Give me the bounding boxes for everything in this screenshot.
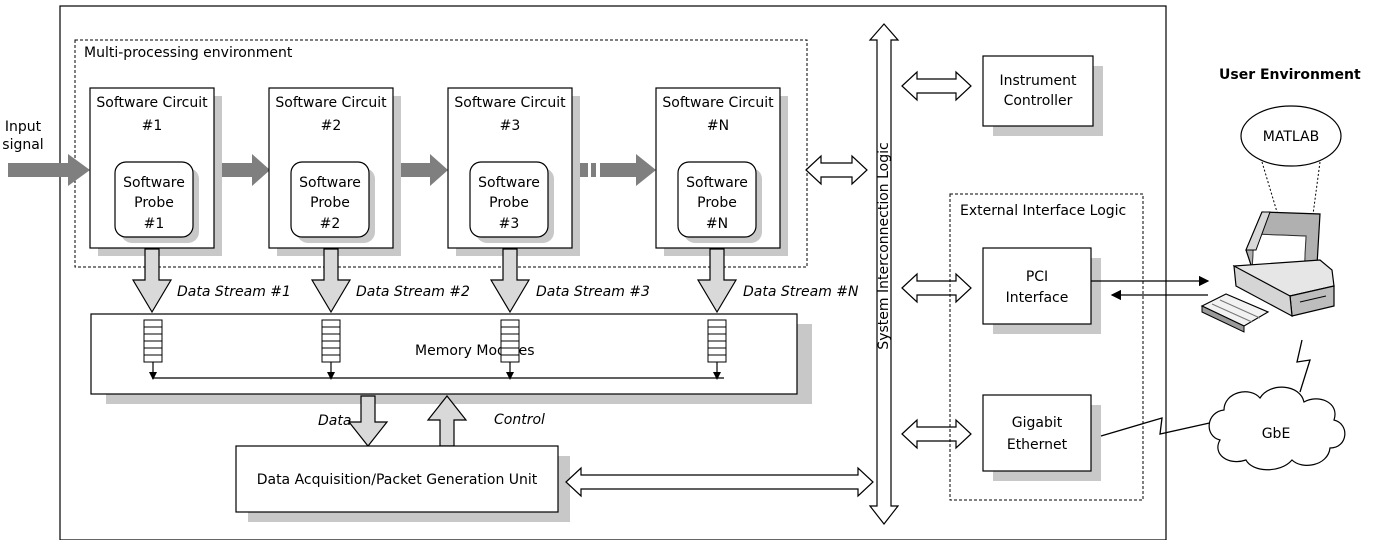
multi-processing-region — [74, 39, 808, 268]
probe-3-line2: Probe — [489, 195, 529, 211]
instrument-controller-line2: Controller — [1004, 93, 1073, 109]
flow-arrow-3-n — [600, 154, 656, 186]
probe-1-line2: Probe — [134, 195, 174, 211]
flow-dash-1 — [578, 163, 588, 177]
flow-arrow-2-3 — [401, 154, 448, 186]
fifo-stack-2 — [321, 319, 341, 380]
gigabit-ethernet-box — [982, 394, 1092, 472]
instrument-bus-arrow — [901, 70, 972, 102]
user-environment-label: User Environment — [1219, 67, 1361, 83]
circuit-1-title: Software Circuit — [96, 95, 208, 111]
data-stream-arrow-3 — [489, 248, 531, 314]
circuit-2-num: #2 — [321, 118, 342, 134]
gbe-box-line1: Gigabit — [1012, 415, 1063, 431]
external-interface-label: External Interface Logic — [960, 203, 1126, 219]
probe-2-line3: #2 — [320, 216, 341, 232]
instrument-controller-line1: Instrument — [999, 73, 1077, 89]
gbe-bus-arrow — [901, 418, 972, 450]
circuit-1-num: #1 — [142, 118, 163, 134]
probe-2-line2: Probe — [310, 195, 350, 211]
matlab-ellipse — [1240, 105, 1342, 167]
circuit-3-title: Software Circuit — [454, 95, 566, 111]
gbe-cloud-label: GbE — [1262, 426, 1291, 442]
circuit-3-num: #3 — [500, 118, 521, 134]
multiproc-bus-arrow — [805, 154, 868, 186]
fifo-stack-group — [143, 319, 727, 380]
daq-unit-label: Data Acquisition/Packet Generation Unit — [257, 472, 538, 488]
bus-label: System Interconnection Logic — [876, 142, 892, 349]
fifo-stack-3 — [500, 319, 520, 380]
memory-modules-box — [90, 313, 798, 395]
pci-line2: Interface — [1006, 290, 1069, 306]
input-label-line1: Input — [5, 119, 42, 135]
pci-line1: PCI — [1026, 269, 1048, 285]
instrument-controller-box — [982, 55, 1094, 127]
circuit-n-title: Software Circuit — [662, 95, 774, 111]
data-label: Data — [318, 413, 351, 429]
flow-arrow-1-2 — [222, 154, 270, 186]
control-up-arrow — [426, 395, 468, 447]
software-probe-3 — [469, 161, 549, 238]
data-stream-arrow-n — [696, 248, 738, 314]
software-probe-2 — [290, 161, 370, 238]
matlab-link-right — [1311, 161, 1321, 223]
fifo-stack-1 — [143, 319, 163, 380]
circuit-2-title: Software Circuit — [275, 95, 387, 111]
computer-icon — [1200, 211, 1335, 333]
input-signal-arrow — [8, 154, 90, 186]
data-stream-2-label: Data Stream #2 — [356, 284, 470, 300]
pci-bus-arrow — [901, 272, 972, 304]
fifo-stack-4 — [707, 319, 727, 380]
data-stream-n-label: Data Stream #N — [743, 284, 859, 300]
data-stream-1-label: Data Stream #1 — [177, 284, 291, 300]
circuit-n-num: #N — [707, 118, 729, 134]
software-probe-1 — [114, 161, 194, 238]
control-label: Control — [494, 412, 545, 428]
probe-1-line3: #1 — [144, 216, 165, 232]
data-stream-arrow-2 — [310, 248, 352, 314]
software-probe-n — [677, 161, 757, 238]
data-stream-arrow-1 — [131, 248, 173, 314]
probe-3-line1: Software — [478, 175, 540, 191]
pci-interface-box — [982, 247, 1092, 325]
probe-3-line3: #3 — [499, 216, 520, 232]
probe-n-line3: #N — [706, 216, 728, 232]
gbe-link-zigzag — [1100, 417, 1215, 437]
probe-n-line2: Probe — [697, 195, 737, 211]
daq-unit-box — [235, 445, 559, 513]
input-label-line2: signal — [2, 137, 43, 153]
matlab-label: MATLAB — [1263, 129, 1319, 145]
probe-1-line1: Software — [123, 175, 185, 191]
gbe-box-line2: Ethernet — [1007, 437, 1068, 453]
data-stream-3-label: Data Stream #3 — [536, 284, 650, 300]
probe-n-line1: Software — [686, 175, 748, 191]
gbe-cloud — [1208, 386, 1346, 471]
daq-bus-arrow — [565, 466, 874, 498]
system-interconnection-bus — [868, 23, 900, 525]
multi-processing-label: Multi-processing environment — [84, 45, 293, 61]
pc-cloud-link-zigzag — [1296, 339, 1311, 393]
external-interface-region — [949, 193, 1144, 501]
data-down-arrow — [347, 395, 389, 447]
flow-dash-2 — [591, 163, 596, 177]
probe-2-line1: Software — [299, 175, 361, 191]
